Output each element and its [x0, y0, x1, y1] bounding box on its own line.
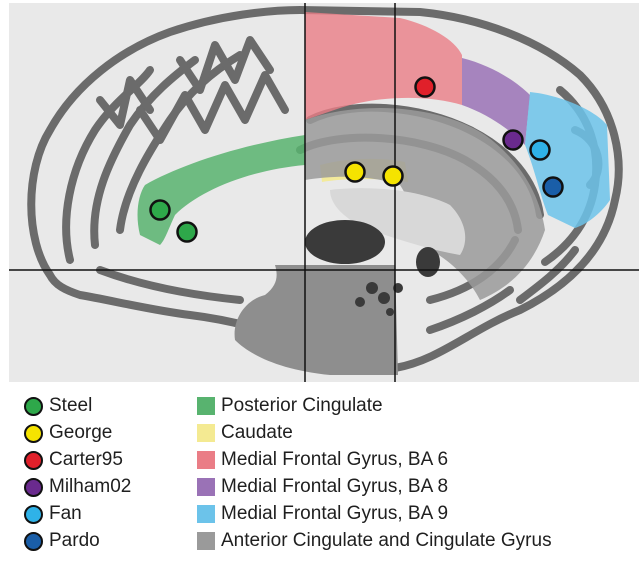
legend-marker-swatch — [24, 451, 43, 470]
ventricle — [416, 247, 440, 277]
legend-marker-swatch — [24, 532, 43, 551]
legend-region-item: Medial Frontal Gyrus, BA 9 — [197, 502, 448, 526]
marker-milham02 — [504, 131, 523, 150]
marker-pardo — [544, 178, 563, 197]
legend-region-label: Medial Frontal Gyrus, BA 8 — [221, 476, 448, 498]
legend-study-label: Steel — [49, 395, 92, 417]
legend-region-swatch — [197, 532, 215, 550]
legend-study-steel: Steel — [24, 394, 92, 418]
legend-region-swatch — [197, 424, 215, 442]
legend-study-carter95: Carter95 — [24, 448, 123, 472]
marker-george — [346, 163, 365, 182]
legend-region-swatch — [197, 505, 215, 523]
thalamus — [305, 220, 385, 264]
legend-marker-swatch — [24, 478, 43, 497]
legend-region-label: Caudate — [221, 422, 293, 444]
marker-steel — [151, 201, 170, 220]
marker-george — [384, 167, 403, 186]
legend-study-label: Pardo — [49, 530, 100, 552]
legend-region-label: Medial Frontal Gyrus, BA 9 — [221, 503, 448, 525]
legend-region-label: Anterior Cingulate and Cingulate Gyrus — [221, 530, 552, 552]
legend-marker-swatch — [24, 397, 43, 416]
legend-marker-swatch — [24, 424, 43, 443]
marker-steel — [178, 223, 197, 242]
marker-fan — [531, 141, 550, 160]
legend-study-label: Fan — [49, 503, 82, 525]
legend-study-milham02: Milham02 — [24, 475, 131, 499]
legend-region-swatch — [197, 397, 215, 415]
legend-study-george: George — [24, 421, 112, 445]
legend-study-label: Milham02 — [49, 476, 131, 498]
legend-region-label: Medial Frontal Gyrus, BA 6 — [221, 449, 448, 471]
legend-region-item: Anterior Cingulate and Cingulate Gyrus — [197, 529, 552, 553]
legend-region-item: Caudate — [197, 421, 293, 445]
legend-region-swatch — [197, 451, 215, 469]
legend-marker-swatch — [24, 505, 43, 524]
legend-study-label: Carter95 — [49, 449, 123, 471]
legend-study-pardo: Pardo — [24, 529, 100, 553]
legend-region-label: Posterior Cingulate — [221, 395, 383, 417]
legend-region-item: Posterior Cingulate — [197, 394, 383, 418]
legend-region-swatch — [197, 478, 215, 496]
legend-region-item: Medial Frontal Gyrus, BA 6 — [197, 448, 448, 472]
legend-region-item: Medial Frontal Gyrus, BA 8 — [197, 475, 448, 499]
brain-sagittal-diagram — [0, 0, 643, 385]
legend-study-fan: Fan — [24, 502, 82, 526]
marker-carter95 — [416, 78, 435, 97]
legend-study-label: George — [49, 422, 112, 444]
